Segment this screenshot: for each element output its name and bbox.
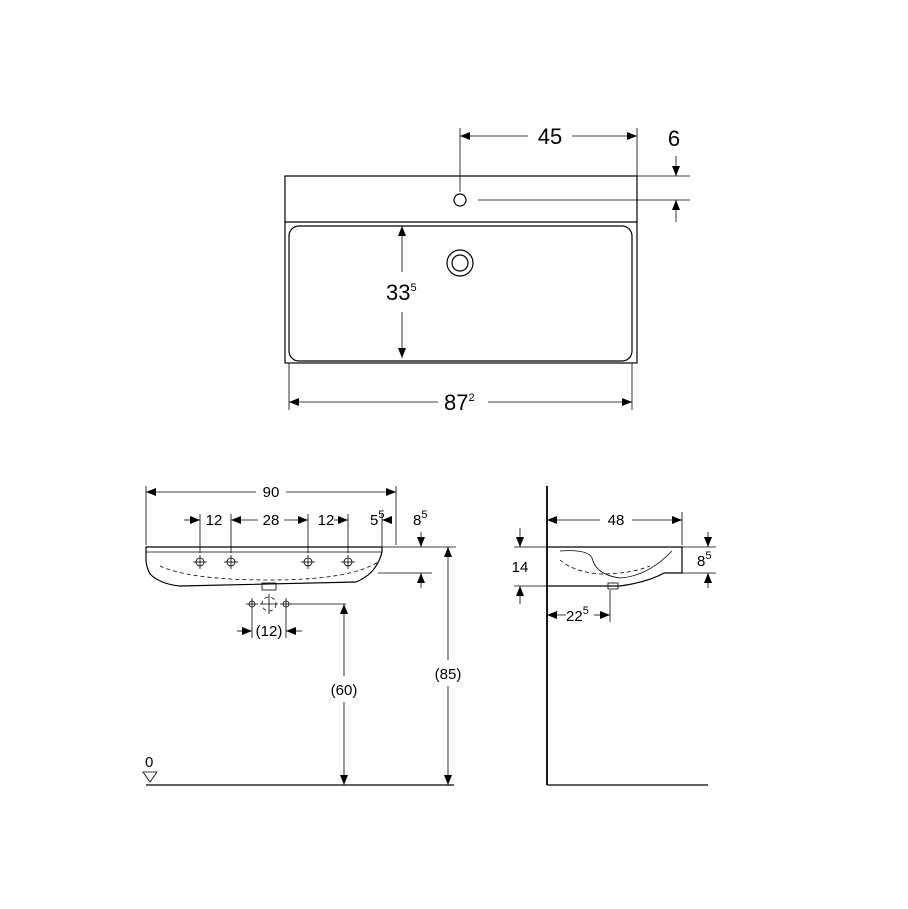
dim-45-label: 45 <box>538 124 562 149</box>
top-view: 45 6 335 872 <box>284 124 690 415</box>
drain-outer <box>446 249 474 277</box>
front-drain-stub <box>261 582 277 591</box>
dim-12-paren-label: (12) <box>256 623 283 640</box>
level-zero-label: 0 <box>145 754 153 771</box>
front-bowl-dashed <box>159 561 379 581</box>
dim-60-label: (60) <box>331 682 358 699</box>
side-drain-stub <box>607 582 619 590</box>
tap-hole-marker-1 <box>193 555 207 569</box>
dim-48-label: 48 <box>608 512 625 529</box>
dim-85-label: (85) <box>435 666 462 683</box>
side-view: 48 14 85 225 <box>512 486 716 786</box>
tap-hole-marker-3 <box>301 555 315 569</box>
dim-14-label: 14 <box>512 559 529 576</box>
dim-22-label: 225 <box>566 605 589 625</box>
tap-spacing-dims <box>184 514 392 553</box>
side-bowl-inner <box>559 550 673 579</box>
side-basin-outline <box>547 546 683 587</box>
dim-90-label: 90 <box>263 484 280 501</box>
dim-5-label: 55 <box>370 509 384 529</box>
waste-fitting-markers <box>246 594 346 614</box>
dim-87-label: 872 <box>444 390 475 415</box>
front-basin-outline <box>145 546 383 587</box>
dim-6-label: 6 <box>668 126 680 151</box>
tap-hole-marker-4 <box>341 555 355 569</box>
tap-hole <box>453 193 467 207</box>
tap-hole-marker-2 <box>224 555 238 569</box>
dim-33-label: 335 <box>386 280 417 305</box>
front-view: 90 12 28 12 55 85 (12) <box>142 484 462 786</box>
dim-8-label: 85 <box>413 509 427 529</box>
dim-12a-label: 12 <box>206 512 223 529</box>
basin-outline <box>284 175 638 364</box>
dim-side8-label: 85 <box>697 550 711 570</box>
level-triangle-icon <box>142 771 158 783</box>
dim-12b-label: 12 <box>318 512 335 529</box>
side-bowl-dashed <box>559 559 651 575</box>
bowl-outline <box>288 225 633 362</box>
drain-inner <box>451 254 469 272</box>
dim-28-label: 28 <box>263 512 280 529</box>
